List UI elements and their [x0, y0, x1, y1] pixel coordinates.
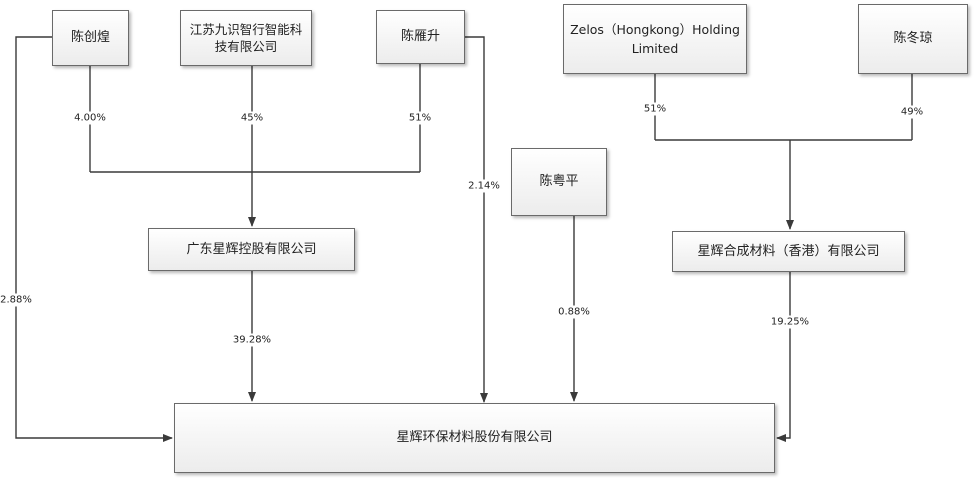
node-label: 陈粤平: [539, 174, 579, 189]
node-chen-dongqiong: 陈冬琼: [858, 4, 968, 74]
pct-chuanghuang-to-target: 2.88%: [0, 293, 34, 307]
node-label: 星辉环保材料股份有限公司: [396, 430, 553, 445]
pct-zelos-to-hk: 51%: [641, 102, 669, 116]
node-label: 陈创煌: [70, 30, 110, 45]
node-label: 江苏九识智行智能科技有限公司: [189, 22, 303, 54]
node-label: 陈冬琼: [893, 31, 933, 46]
line-yansheng-to-target: [465, 36, 488, 403]
pct-yansheng-to-target: 2.14%: [466, 179, 502, 193]
node-jiangsu-jiushi: 江苏九识智行智能科技有限公司: [180, 10, 312, 66]
pct-chuanghuang-to-guangdong: 4.00%: [72, 111, 108, 125]
pct-guangdong-to-target: 39.28%: [230, 333, 274, 347]
pct-hk-to-target: 19.25%: [768, 315, 812, 329]
node-zelos-holding: Zelos（Hongkong）Holding Limited: [563, 4, 747, 74]
node-chen-yansheng: 陈雁升: [376, 10, 465, 64]
pct-yueping-to-target: 0.88%: [556, 305, 592, 319]
pct-yansheng-to-guangdong: 51%: [406, 111, 434, 125]
node-chen-chuanghuang: 陈创煌: [52, 10, 129, 66]
node-label: 陈雁升: [400, 29, 440, 44]
pct-dongqiong-to-hk: 49%: [898, 105, 926, 119]
line-chuanghuang-to-target: [15, 36, 173, 442]
node-label: 广东星辉控股有限公司: [186, 241, 317, 257]
pct-jiangsu-to-guangdong: 45%: [238, 111, 266, 125]
node-guangdong-xinghui: 广东星辉控股有限公司: [148, 228, 355, 271]
node-label: 星辉合成材料（香港）有限公司: [697, 243, 880, 259]
node-label: Zelos（Hongkong）Holding Limited: [570, 22, 740, 56]
line-hk-to-target: [776, 272, 791, 442]
node-xinghui-hk: 星辉合成材料（香港）有限公司: [672, 231, 905, 272]
node-chen-yueping: 陈粤平: [511, 148, 607, 216]
node-xinghui-target: 星辉环保材料股份有限公司: [174, 403, 775, 473]
